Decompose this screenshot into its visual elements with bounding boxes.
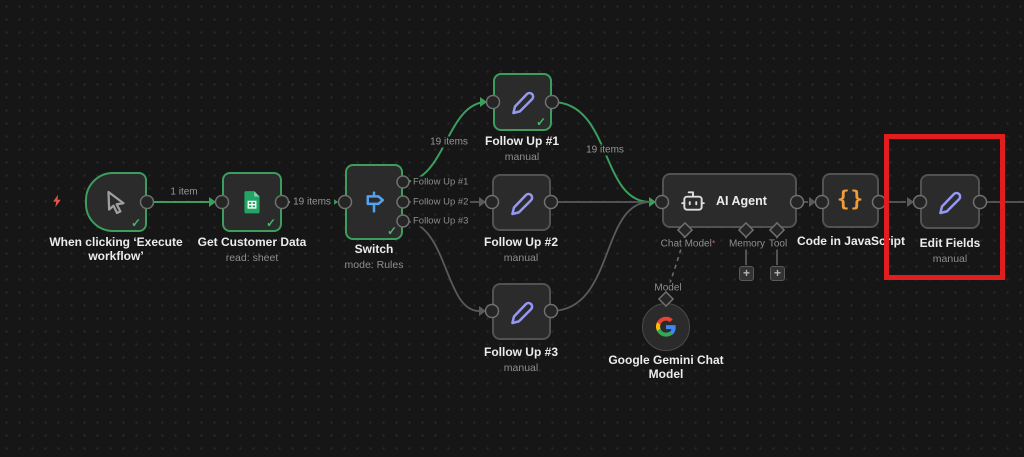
node-subtitle: manual bbox=[503, 252, 539, 264]
edge-label-19-items: 19 items bbox=[583, 144, 627, 156]
pencil-icon bbox=[494, 176, 549, 229]
add-memory-button[interactable]: + bbox=[739, 266, 754, 281]
node-switch[interactable]: ✓ bbox=[345, 164, 403, 240]
trigger-label: When clicking ‘Execute workflow’ bbox=[46, 235, 186, 263]
node-followup3[interactable] bbox=[492, 283, 551, 340]
success-check-icon: ✓ bbox=[535, 115, 546, 129]
curly-braces-icon: {} bbox=[836, 187, 865, 211]
node-subtitle: manual bbox=[932, 253, 968, 265]
edge-label-19-items: 19 items bbox=[427, 136, 471, 148]
node-title: Get Customer Data bbox=[197, 235, 307, 249]
switch-output-label-2: Follow Up #2 bbox=[411, 196, 471, 208]
agent-port-tool: Tool bbox=[766, 238, 790, 250]
node-title: Follow Up #3 bbox=[483, 345, 558, 359]
cursor-icon bbox=[87, 174, 145, 230]
switch-output-label-3: Follow Up #3 bbox=[411, 215, 471, 227]
gemini-label: Google Gemini Chat Model bbox=[601, 353, 731, 381]
switch-output-label-1: Follow Up #1 bbox=[411, 176, 471, 188]
pencil-icon bbox=[495, 75, 550, 129]
robot-icon bbox=[681, 190, 705, 211]
success-check-icon: ✓ bbox=[265, 216, 276, 230]
node-google-gemini[interactable] bbox=[642, 303, 690, 351]
node-followup1[interactable]: ✓ bbox=[493, 73, 552, 131]
success-check-icon: ✓ bbox=[130, 216, 141, 230]
followup3-label: Follow Up #3 manual bbox=[451, 345, 591, 374]
switch-label: Switch mode: Rules bbox=[304, 242, 444, 271]
node-title: Google Gemini Chat Model bbox=[608, 353, 724, 381]
node-subtitle: mode: Rules bbox=[344, 259, 404, 271]
edge-switch-to-followup1 bbox=[402, 101, 488, 183]
edge-followup1-to-agent bbox=[551, 101, 651, 203]
agent-port-chat-model: Chat Model* bbox=[658, 238, 718, 250]
edge-switch-to-followup3 bbox=[402, 220, 480, 312]
sheets-label: Get Customer Data read: sheet bbox=[182, 235, 322, 264]
chat-model-label: Chat Model bbox=[660, 238, 712, 250]
node-subtitle: manual bbox=[503, 362, 539, 374]
node-title: AI Agent bbox=[716, 193, 767, 208]
required-asterisk: * bbox=[711, 238, 716, 249]
code-label: Code in JavaScript bbox=[781, 234, 921, 248]
node-title: Edit Fields bbox=[919, 236, 981, 250]
gemini-model-port-label: Model bbox=[652, 282, 684, 294]
edge-label-1-item: 1 item bbox=[167, 186, 201, 198]
node-title: Switch bbox=[354, 242, 394, 256]
node-title: Follow Up #1 bbox=[484, 134, 559, 148]
followup1-label: Follow Up #1 manual bbox=[452, 134, 592, 163]
node-ai-agent[interactable]: AI Agent bbox=[662, 173, 797, 228]
pencil-icon bbox=[922, 176, 978, 227]
edge-label-19-items: 19 items bbox=[290, 196, 334, 208]
agent-port-memory: Memory bbox=[726, 238, 768, 250]
node-subtitle: manual bbox=[504, 151, 540, 163]
google-logo-icon bbox=[655, 316, 676, 337]
edit-fields-label: Edit Fields manual bbox=[880, 236, 1020, 265]
add-tool-button[interactable]: + bbox=[770, 266, 785, 281]
node-title: When clicking ‘Execute workflow’ bbox=[49, 235, 183, 263]
pencil-icon bbox=[494, 285, 549, 338]
node-title: Follow Up #2 bbox=[483, 235, 558, 249]
node-get-customer-data[interactable]: ✓ bbox=[222, 172, 282, 232]
execution-bolt-icon bbox=[53, 194, 61, 208]
google-sheets-icon bbox=[224, 174, 280, 230]
success-check-icon: ✓ bbox=[386, 224, 397, 238]
followup2-label: Follow Up #2 manual bbox=[451, 235, 591, 264]
node-title: Code in JavaScript bbox=[796, 234, 906, 248]
edge-followup3-to-agent bbox=[550, 201, 651, 312]
node-code[interactable]: {} bbox=[822, 173, 879, 228]
node-subtitle: read: sheet bbox=[225, 252, 279, 264]
switch-signpost-icon bbox=[347, 166, 401, 238]
node-trigger[interactable]: ✓ bbox=[85, 172, 147, 232]
node-edit-fields[interactable] bbox=[920, 174, 980, 229]
edge-chatmodel-to-gemini bbox=[666, 233, 686, 293]
node-followup2[interactable] bbox=[492, 174, 551, 231]
